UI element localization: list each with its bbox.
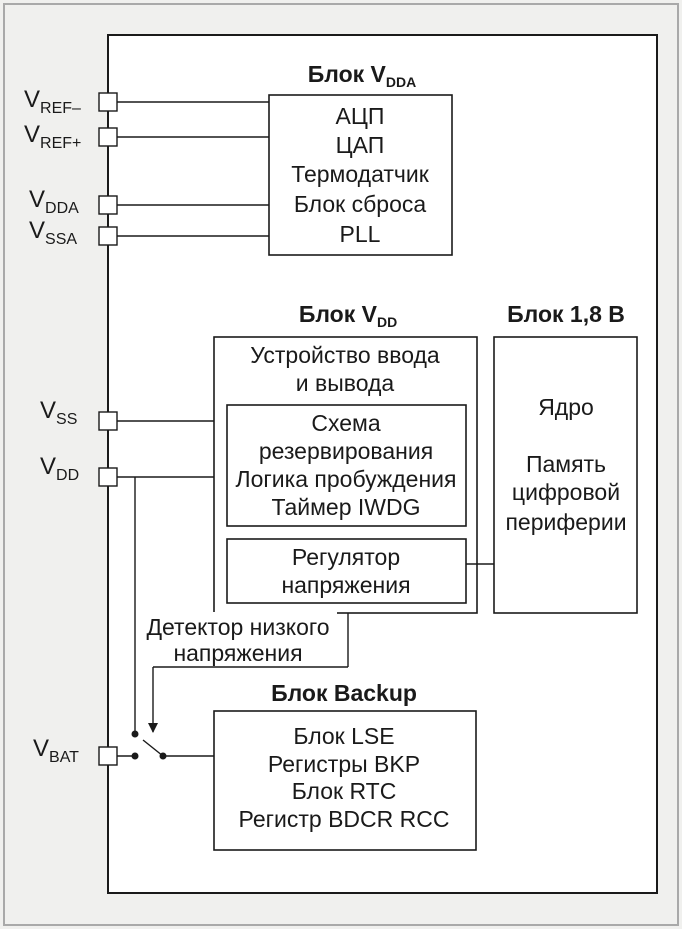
io-label-line2: и вывода — [296, 370, 395, 396]
pin-vref-minus — [98, 92, 118, 112]
vdda-item-temp-sensor: Термодатчик — [291, 161, 430, 187]
backup-logic-block — [226, 404, 467, 527]
label-vbat: VBAT — [33, 735, 79, 766]
regulator-line1: Регулятор — [292, 544, 400, 570]
vdda-block — [268, 94, 453, 256]
label-vref-plus: VREF+ — [24, 121, 81, 152]
detector-line1: Детектор низкого — [146, 614, 329, 640]
label-vdd: VDD — [40, 453, 79, 484]
switch-contact-vbat — [131, 752, 139, 760]
memory-line1: Память — [526, 451, 606, 477]
backup-logic-line2: резервирования — [259, 438, 433, 464]
pin-vdda — [98, 195, 118, 215]
backup-block-title: Блок Backup — [271, 680, 417, 706]
vdda-item-reset-block: Блок сброса — [294, 191, 427, 217]
backup-logic-line1: Схема — [311, 410, 380, 436]
vdda-item-pll: PLL — [340, 221, 381, 247]
memory-line3: периферии — [505, 509, 626, 535]
regulator-line2: напряжения — [281, 572, 410, 598]
backup-logic-line4: Таймер IWDG — [271, 494, 420, 520]
backup-block — [213, 710, 477, 851]
label-vssa: VSSA — [29, 217, 77, 248]
pin-vbat — [98, 746, 118, 766]
detector-label-bg — [139, 612, 337, 666]
voltage-regulator-block — [226, 538, 467, 604]
backup-item-rtc: Блок RTC — [292, 778, 397, 804]
backup-item-bdcr: Регистр BDCR RCC — [239, 806, 450, 832]
backup-item-bkp: Регистры BKP — [268, 751, 420, 777]
backup-logic-line3: Логика пробуждения — [236, 466, 457, 492]
pin-vss — [98, 411, 118, 431]
memory-line2: цифровой — [512, 479, 620, 505]
switch-contact-vdd — [131, 730, 139, 738]
backup-item-lse: Блок LSE — [293, 723, 394, 749]
label-vss: VSS — [40, 397, 77, 428]
pin-vssa — [98, 226, 118, 246]
vdd-block-title: Блок VDD — [299, 301, 397, 330]
pin-vdd — [98, 467, 118, 487]
vdda-item-dac: ЦАП — [336, 132, 385, 158]
vdda-block-title: Блок VDDA — [308, 61, 416, 90]
label-vdda: VDDA — [29, 186, 79, 217]
detector-line2: напряжения — [173, 640, 302, 666]
switch-blade — [142, 739, 164, 757]
block-1v8-title: Блок 1,8 В — [507, 301, 625, 327]
pin-vref-plus — [98, 127, 118, 147]
block-1v8 — [493, 336, 638, 614]
io-label-line1: Устройство ввода — [250, 342, 440, 368]
core-label: Ядро — [538, 394, 594, 420]
label-vref-minus: VREF– — [24, 86, 81, 117]
vdda-item-adc: АЦП — [336, 103, 385, 129]
